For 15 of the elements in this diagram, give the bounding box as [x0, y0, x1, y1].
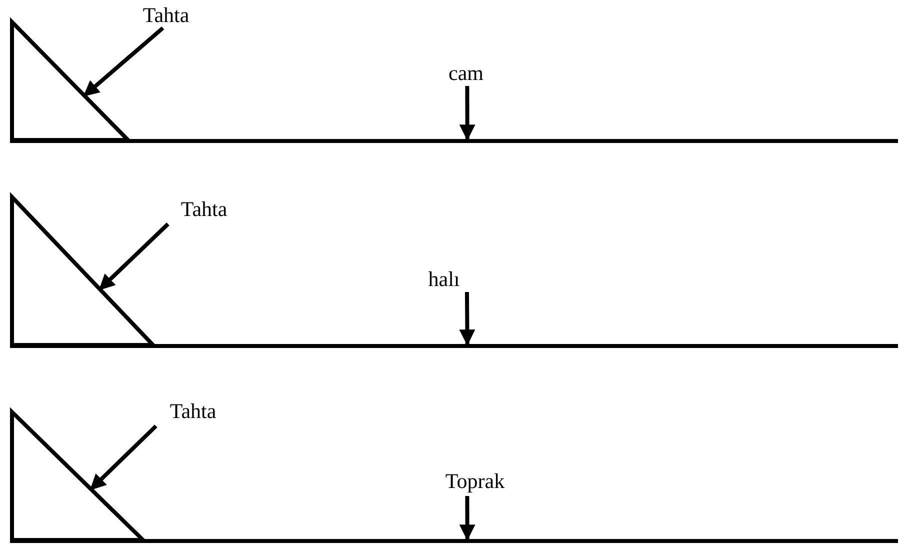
part-label: Tahta [168, 196, 240, 224]
part-label: Tahta [135, 2, 197, 28]
part-label: halı [416, 266, 472, 292]
leader-arrow [459, 292, 476, 346]
ramp-triangle [10, 410, 145, 542]
part-label: Tahta [156, 398, 230, 426]
leader-arrow [90, 424, 158, 491]
leader-arrow [83, 26, 164, 98]
ramp-triangle [10, 20, 130, 142]
leader-arrow [98, 222, 170, 291]
part-label: Toprak [436, 468, 514, 496]
leader-arrow [459, 86, 476, 141]
ramp-triangle [10, 195, 155, 347]
part-label: cam [436, 60, 496, 86]
leader-arrow [459, 496, 476, 541]
